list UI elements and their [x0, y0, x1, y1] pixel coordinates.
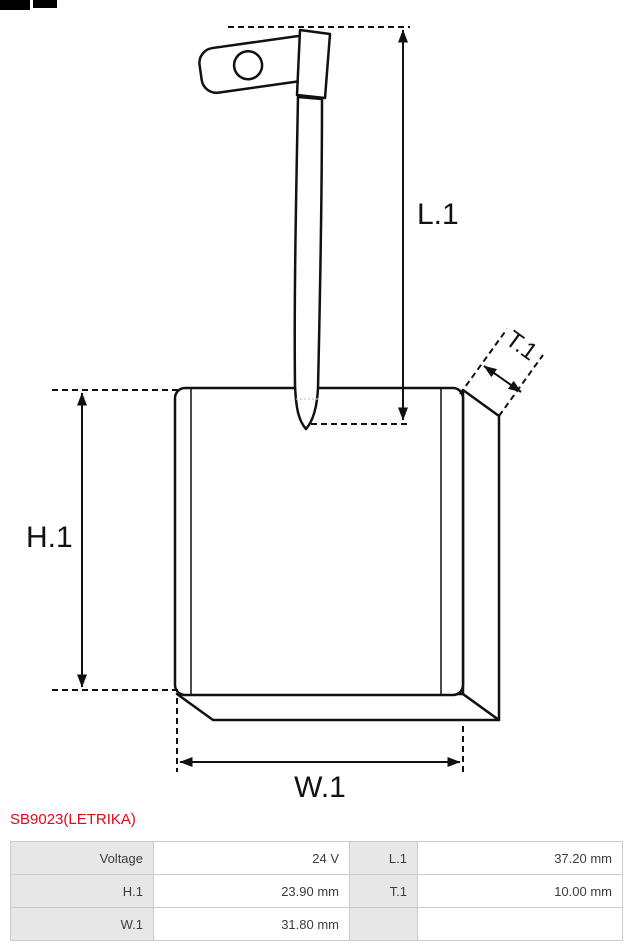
terminal-hole — [232, 50, 264, 81]
spec-value: 37.20 mm — [417, 841, 623, 875]
dim-label-h1: H.1 — [26, 521, 73, 554]
brush-block-front-face — [173, 386, 465, 697]
lead-wire — [293, 95, 324, 431]
spec-label: Voltage — [10, 841, 154, 875]
dim-label-l1: L.1 — [417, 198, 459, 231]
brush-block-bottom-face — [175, 692, 501, 722]
spec-label: H.1 — [10, 874, 154, 908]
technical-drawing: L.1 H.1 W.1 T.1 — [26, 26, 544, 804]
extension-line-t1-back — [498, 354, 544, 417]
spec-value: 10.00 mm — [417, 874, 623, 908]
specs-table: Voltage 24 V L.1 37.20 mm H.1 23.90 mm T… — [10, 841, 623, 941]
extension-line-t1-front — [459, 328, 508, 395]
table-row: Voltage 24 V L.1 37.20 mm — [10, 841, 623, 875]
table-row: H.1 23.90 mm T.1 10.00 mm — [10, 874, 623, 908]
dim-line-t1 — [483, 365, 522, 393]
table-row: W.1 31.80 mm — [10, 907, 623, 941]
spec-label: T.1 — [349, 874, 418, 908]
part-number: SB9023(LETRIKA) — [10, 811, 136, 828]
brush-block-side-face — [461, 388, 501, 722]
spec-label: W.1 — [10, 907, 154, 941]
spec-value: 23.90 mm — [153, 874, 350, 908]
dim-label-w1: W.1 — [294, 771, 346, 804]
spec-label — [349, 907, 418, 941]
spec-value: 24 V — [153, 841, 350, 875]
dim-label-t1: T.1 — [501, 326, 543, 367]
crimp-sleeve — [295, 28, 332, 100]
spec-label: L.1 — [349, 841, 418, 875]
spec-value: 31.80 mm — [153, 907, 350, 941]
logo-segment — [0, 0, 30, 10]
terminal-lug — [198, 34, 317, 95]
spec-value — [417, 907, 623, 941]
brand-logo-mark — [0, 0, 57, 10]
logo-segment — [33, 0, 57, 8]
